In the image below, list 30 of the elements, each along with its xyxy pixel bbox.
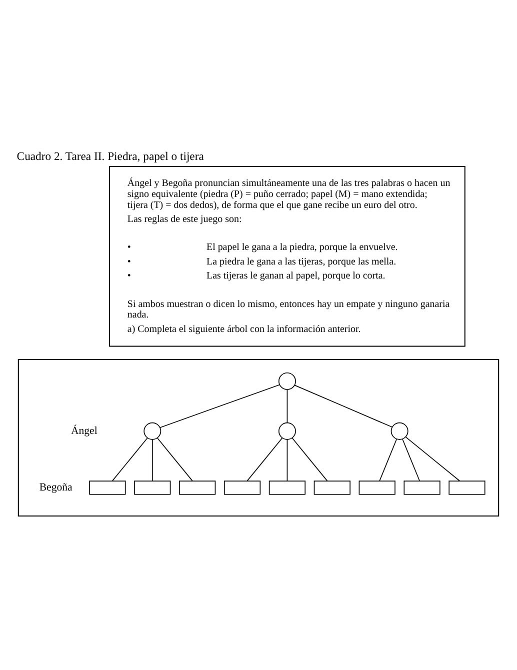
connector (156, 438, 193, 482)
connector (402, 438, 420, 482)
node-box (179, 480, 216, 495)
node-circle (278, 372, 296, 390)
node-box (268, 480, 306, 495)
node-box (358, 480, 396, 495)
connector (246, 438, 283, 482)
node-box (448, 480, 486, 495)
connector (286, 439, 288, 482)
node-box (134, 480, 171, 495)
connector (405, 436, 460, 482)
diagram-title: Cuadro 2. Tarea II. Piedra, papel o tijera (16, 150, 204, 163)
label: Begoña (39, 482, 72, 494)
connector (112, 438, 148, 482)
connector (152, 439, 153, 482)
node-box (89, 480, 126, 495)
node-circle (144, 422, 162, 440)
connector (379, 438, 398, 482)
node-circle (390, 422, 408, 440)
node-box: Ángel y Begoña pronuncian simultáneamente una de las tres palabras o hacen un signo equivalente (piedra (P) = puño cerrado; papel (M) = mano extendida; tijera (T) = dos dedos), de forma que el que gane recibe un euro del otro. Las reglas de este juego son: • El papel le gana a la piedra, porque la envuelve. • La piedra le gana a las tijeras, porque las mella. • Las tijeras le ganan al papel, porque lo corta. Si ambos muestran o dicen lo mismo, entonces hay un empate y ninguno ganaria nada. a) Completa el siguiente árbol con la información anterior. (109, 166, 466, 347)
node-box (224, 480, 261, 495)
connector (286, 389, 288, 424)
node-circle (278, 422, 296, 440)
connector (294, 384, 392, 428)
connector (292, 438, 328, 482)
label: Ángel (70, 424, 98, 437)
node-box (314, 480, 350, 495)
node-box (404, 480, 440, 495)
cluster (18, 359, 500, 517)
connector (160, 384, 280, 428)
